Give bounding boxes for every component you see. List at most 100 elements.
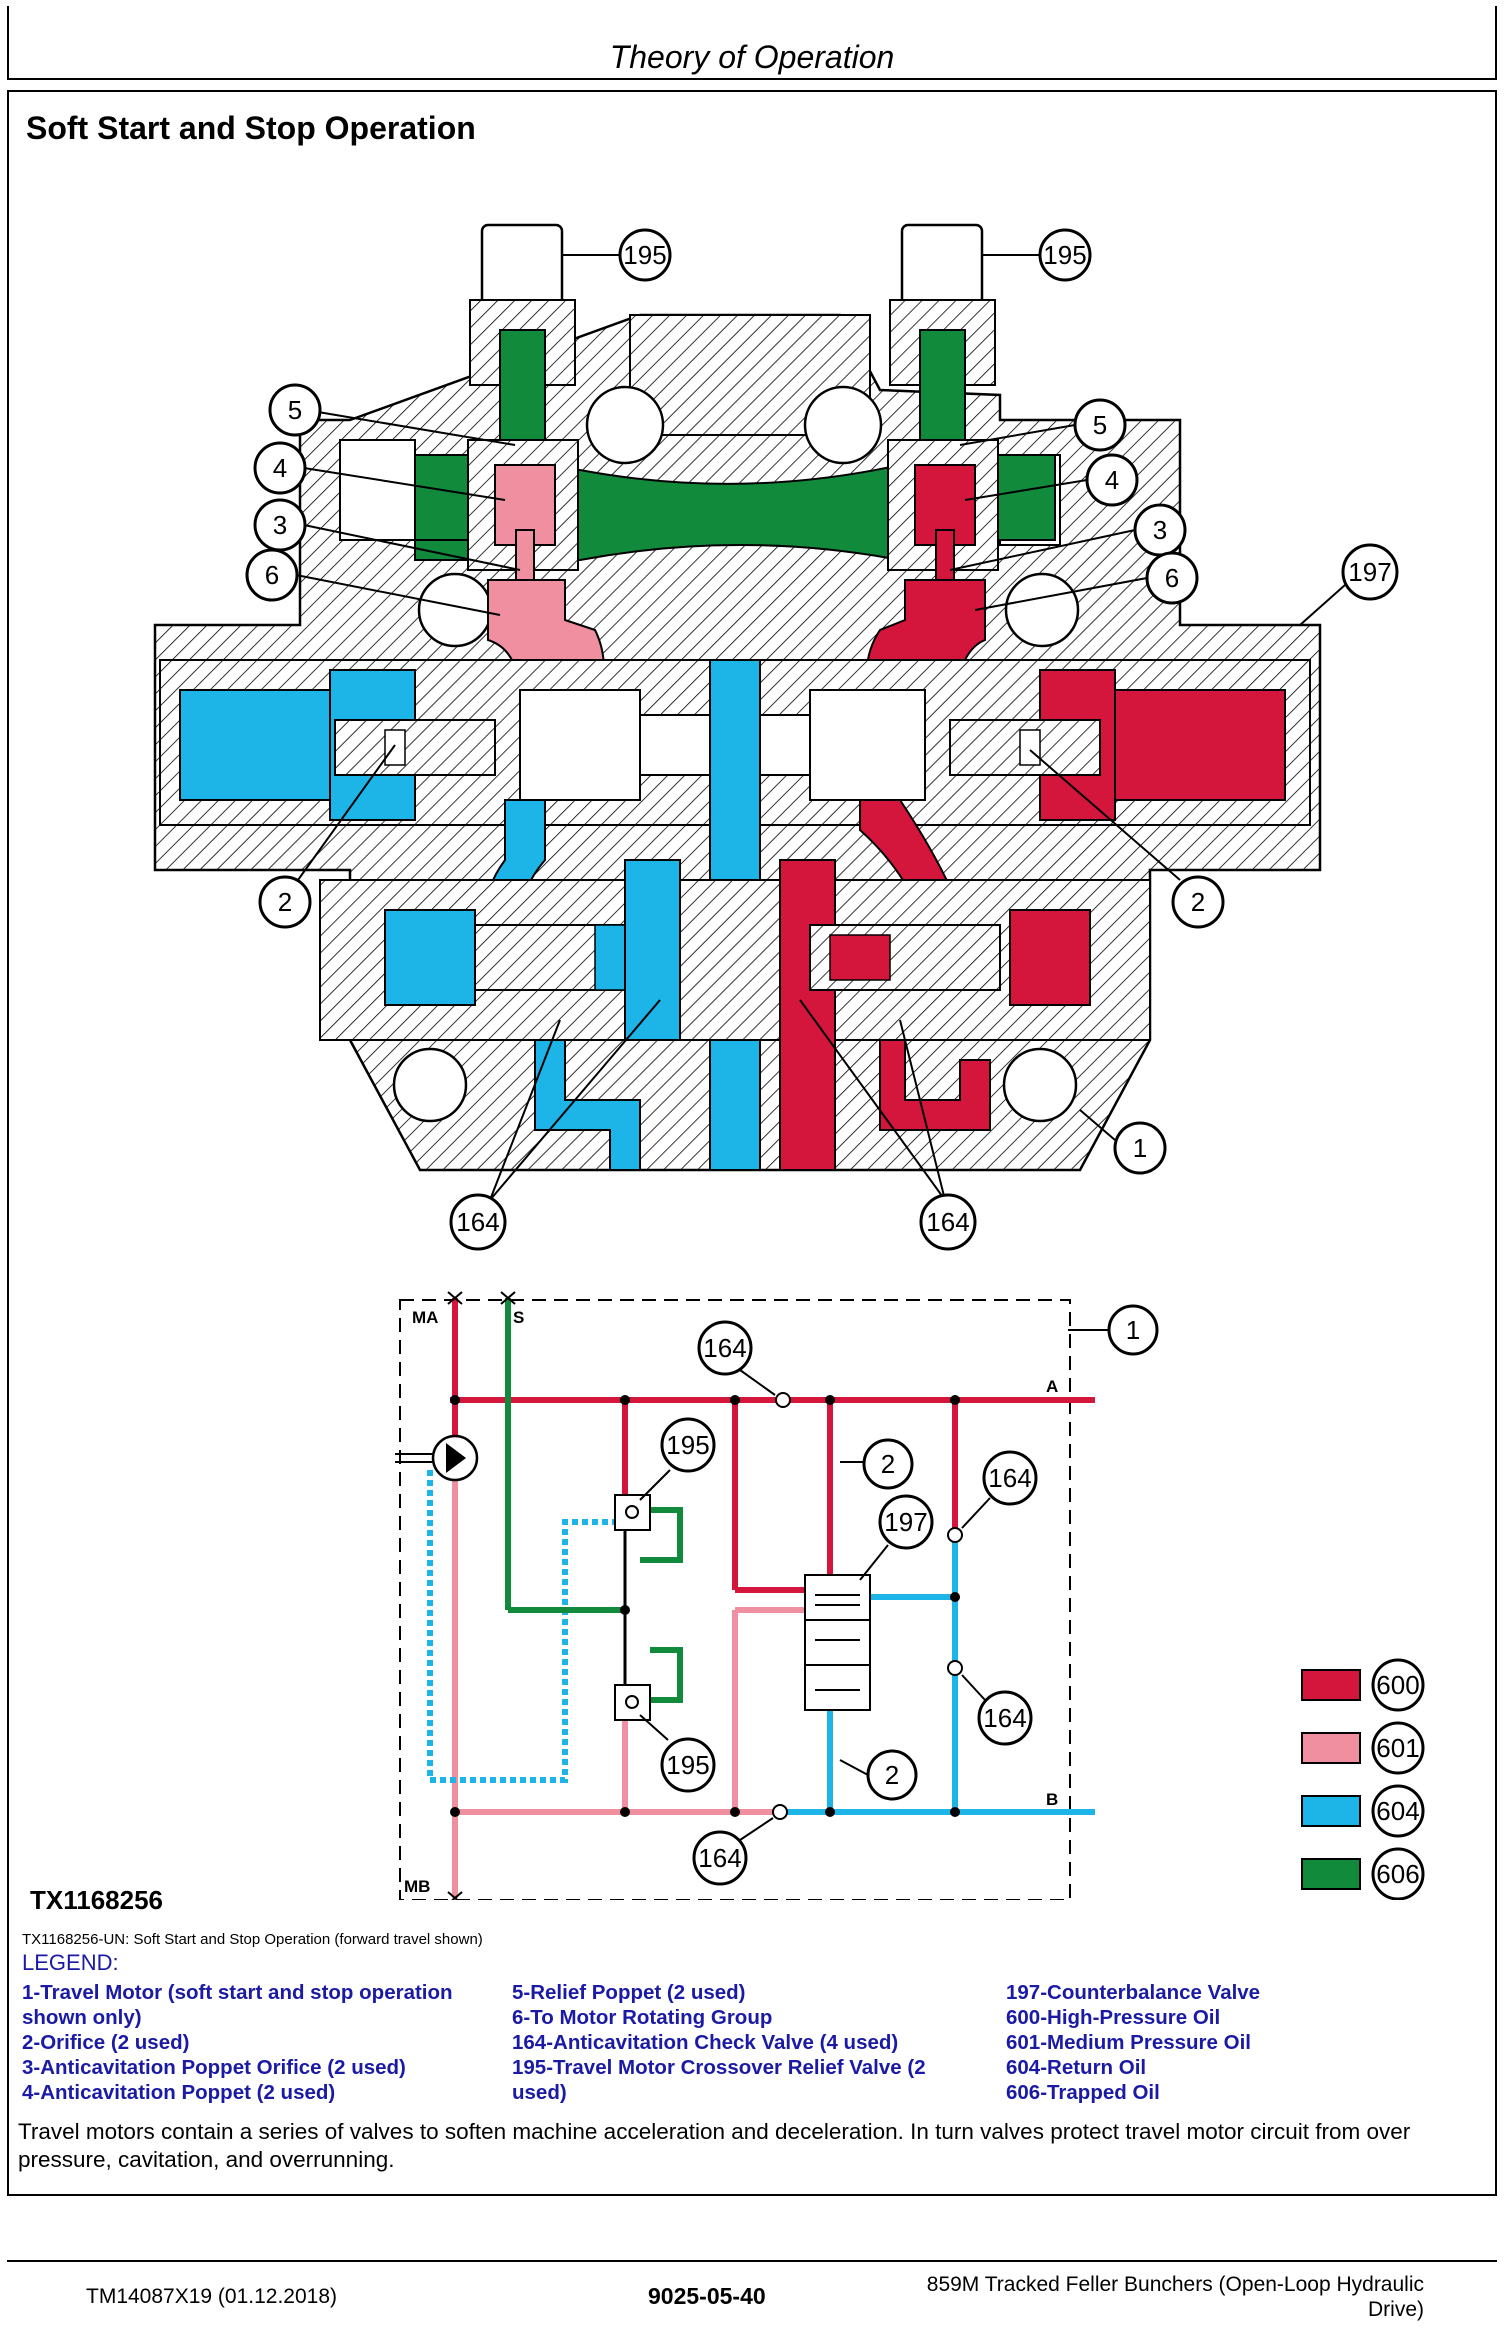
bolt-hole <box>803 385 883 465</box>
svg-text:600: 600 <box>1376 1670 1419 1700</box>
callout-197-schematic: 197 <box>878 1494 934 1550</box>
callout-4-left: 4 <box>253 441 307 495</box>
line-junctions <box>450 1395 960 1817</box>
callout-164-mid-upper: 164 <box>982 1450 1038 1506</box>
bolt-hole <box>417 572 493 648</box>
callout-3-right: 3 <box>1133 503 1187 557</box>
color-code-606: 606 <box>1371 1847 1425 1900</box>
footer-page-number: 9025-05-40 <box>648 2283 766 2309</box>
callout-5-right: 5 <box>1073 398 1127 452</box>
legend-column-1: 1-Travel Motor (soft start and stop oper… <box>22 1980 502 2105</box>
callout-195-bottom: 195 <box>660 1737 716 1793</box>
port-s-label: S <box>513 1308 524 1327</box>
valve-cross-section <box>153 223 1322 1172</box>
high-pressure-lines <box>450 1298 1095 1593</box>
orifice-right <box>1019 729 1041 766</box>
svg-text:164: 164 <box>983 1703 1026 1733</box>
footer-manual-title: 859M Tracked Feller Bunchers (Open-Loop … <box>864 2272 1424 2322</box>
svg-text:195: 195 <box>666 1750 709 1780</box>
footer-document-id: TM14087X19 (01.12.2018) <box>86 2285 338 2308</box>
content-frame <box>7 90 1497 2196</box>
svg-text:3: 3 <box>1153 515 1167 545</box>
legend-heading: LEGEND: <box>22 1950 119 1975</box>
header-title: Theory of Operation <box>609 39 895 75</box>
callout-2-left: 2 <box>258 875 312 929</box>
svg-text:2: 2 <box>278 887 292 917</box>
legend-entry: 5-Relief Poppet (2 used) <box>512 1981 746 2004</box>
callout-5-left: 5 <box>268 383 322 437</box>
callout-2-right: 2 <box>1171 875 1225 929</box>
footer-title-line-1: 859M Tracked Feller Bunchers (Open-Loop … <box>926 2273 1424 2296</box>
svg-text:195: 195 <box>1043 240 1086 270</box>
svg-text:1: 1 <box>1126 1315 1140 1345</box>
svg-text:195: 195 <box>623 240 666 270</box>
port-ma-label: MA <box>412 1308 438 1327</box>
callout-3-left: 3 <box>253 498 307 552</box>
relief-spring-right <box>919 329 966 441</box>
callout-164-mid-lower: 164 <box>977 1690 1033 1746</box>
legend-entry: 2-Orifice (2 used) <box>22 2031 190 2054</box>
hydraulic-figure: 195 195 5 4 3 6 5 4 3 6 197 2 2 1 164 16… <box>153 223 1425 1900</box>
figure-id: TX1168256 <box>30 1885 164 1915</box>
relief-spring-left <box>499 329 546 441</box>
footer-rule <box>7 2260 1497 2262</box>
legend-entry: 3-Anticavitation Poppet Orifice (2 used) <box>22 2056 406 2079</box>
legend-column-3: 197-Counterbalance Valve 600-High-Pressu… <box>1006 1980 1476 2105</box>
color-swatch-606 <box>1301 1858 1361 1890</box>
medium-pressure-lines <box>452 1470 805 1898</box>
section-title: Soft Start and Stop Operation <box>26 110 476 146</box>
callout-164-bottom: 164 <box>692 1830 748 1886</box>
svg-text:195: 195 <box>666 1430 709 1460</box>
legend-column-2: 5-Relief Poppet (2 used) 6-To Motor Rota… <box>512 1980 992 2105</box>
port-plugs <box>447 1291 516 1900</box>
legend-entry: 604-Return Oil <box>1006 2056 1147 2079</box>
svg-text:164: 164 <box>926 1207 969 1237</box>
port-a-label: A <box>1046 1377 1058 1396</box>
callout-164-right: 164 <box>919 1193 977 1251</box>
left-spring-chamber <box>179 689 331 801</box>
legend-entry: used) <box>512 2081 567 2104</box>
callout-164-left: 164 <box>449 1193 507 1251</box>
check-valve-symbols <box>772 1392 963 1820</box>
bolt-hole <box>392 1047 468 1123</box>
callout-1-schematic: 1 <box>1107 1304 1159 1356</box>
callout-6-right: 6 <box>1145 551 1199 605</box>
callout-195-left: 195 <box>618 228 672 282</box>
page-header: Theory of Operation <box>7 6 1497 80</box>
body-paragraph: Travel motors contain a series of valves… <box>18 2119 1411 2172</box>
svg-text:2: 2 <box>1191 887 1205 917</box>
left-orifice-plug <box>334 719 496 776</box>
check-spring-right <box>829 934 891 981</box>
svg-text:5: 5 <box>1093 410 1107 440</box>
svg-text:606: 606 <box>1376 1859 1419 1889</box>
svg-text:3: 3 <box>273 510 287 540</box>
callout-195-top: 195 <box>660 1417 716 1473</box>
legend-entry: 4-Anticavitation Poppet (2 used) <box>22 2081 336 2104</box>
orifice-left <box>384 729 406 766</box>
check-high-port <box>779 859 836 1171</box>
color-code-601: 601 <box>1371 1721 1425 1775</box>
svg-text:164: 164 <box>456 1207 499 1237</box>
check-return-port <box>624 859 681 1041</box>
svg-text:2: 2 <box>881 1449 895 1479</box>
svg-text:601: 601 <box>1376 1733 1419 1763</box>
check-spring-chamber-right <box>1009 909 1091 1006</box>
svg-text:4: 4 <box>1105 465 1119 495</box>
color-swatch-604 <box>1301 1795 1361 1827</box>
spool-land-left <box>519 689 641 801</box>
svg-text:4: 4 <box>273 453 287 483</box>
svg-text:164: 164 <box>988 1463 1031 1493</box>
schematic-boundary <box>399 1299 1071 1900</box>
callout-1-motor: 1 <box>1113 1121 1167 1175</box>
svg-text:164: 164 <box>698 1843 741 1873</box>
svg-text:6: 6 <box>265 560 279 590</box>
crossover-relief-symbols <box>614 1494 651 1721</box>
callout-2-bottom: 2 <box>866 1749 918 1801</box>
svg-text:164: 164 <box>703 1333 746 1363</box>
cross-section-callouts: 195 195 5 4 3 6 5 4 3 6 197 2 2 1 164 16… <box>245 228 1399 1251</box>
high-passage-bottom <box>879 1039 991 1131</box>
svg-text:197: 197 <box>1348 557 1391 587</box>
spool-land-right <box>809 689 926 801</box>
legend-entry: 164-Anticavitation Check Valve (4 used) <box>512 2031 899 2054</box>
color-swatch-601 <box>1301 1732 1361 1764</box>
